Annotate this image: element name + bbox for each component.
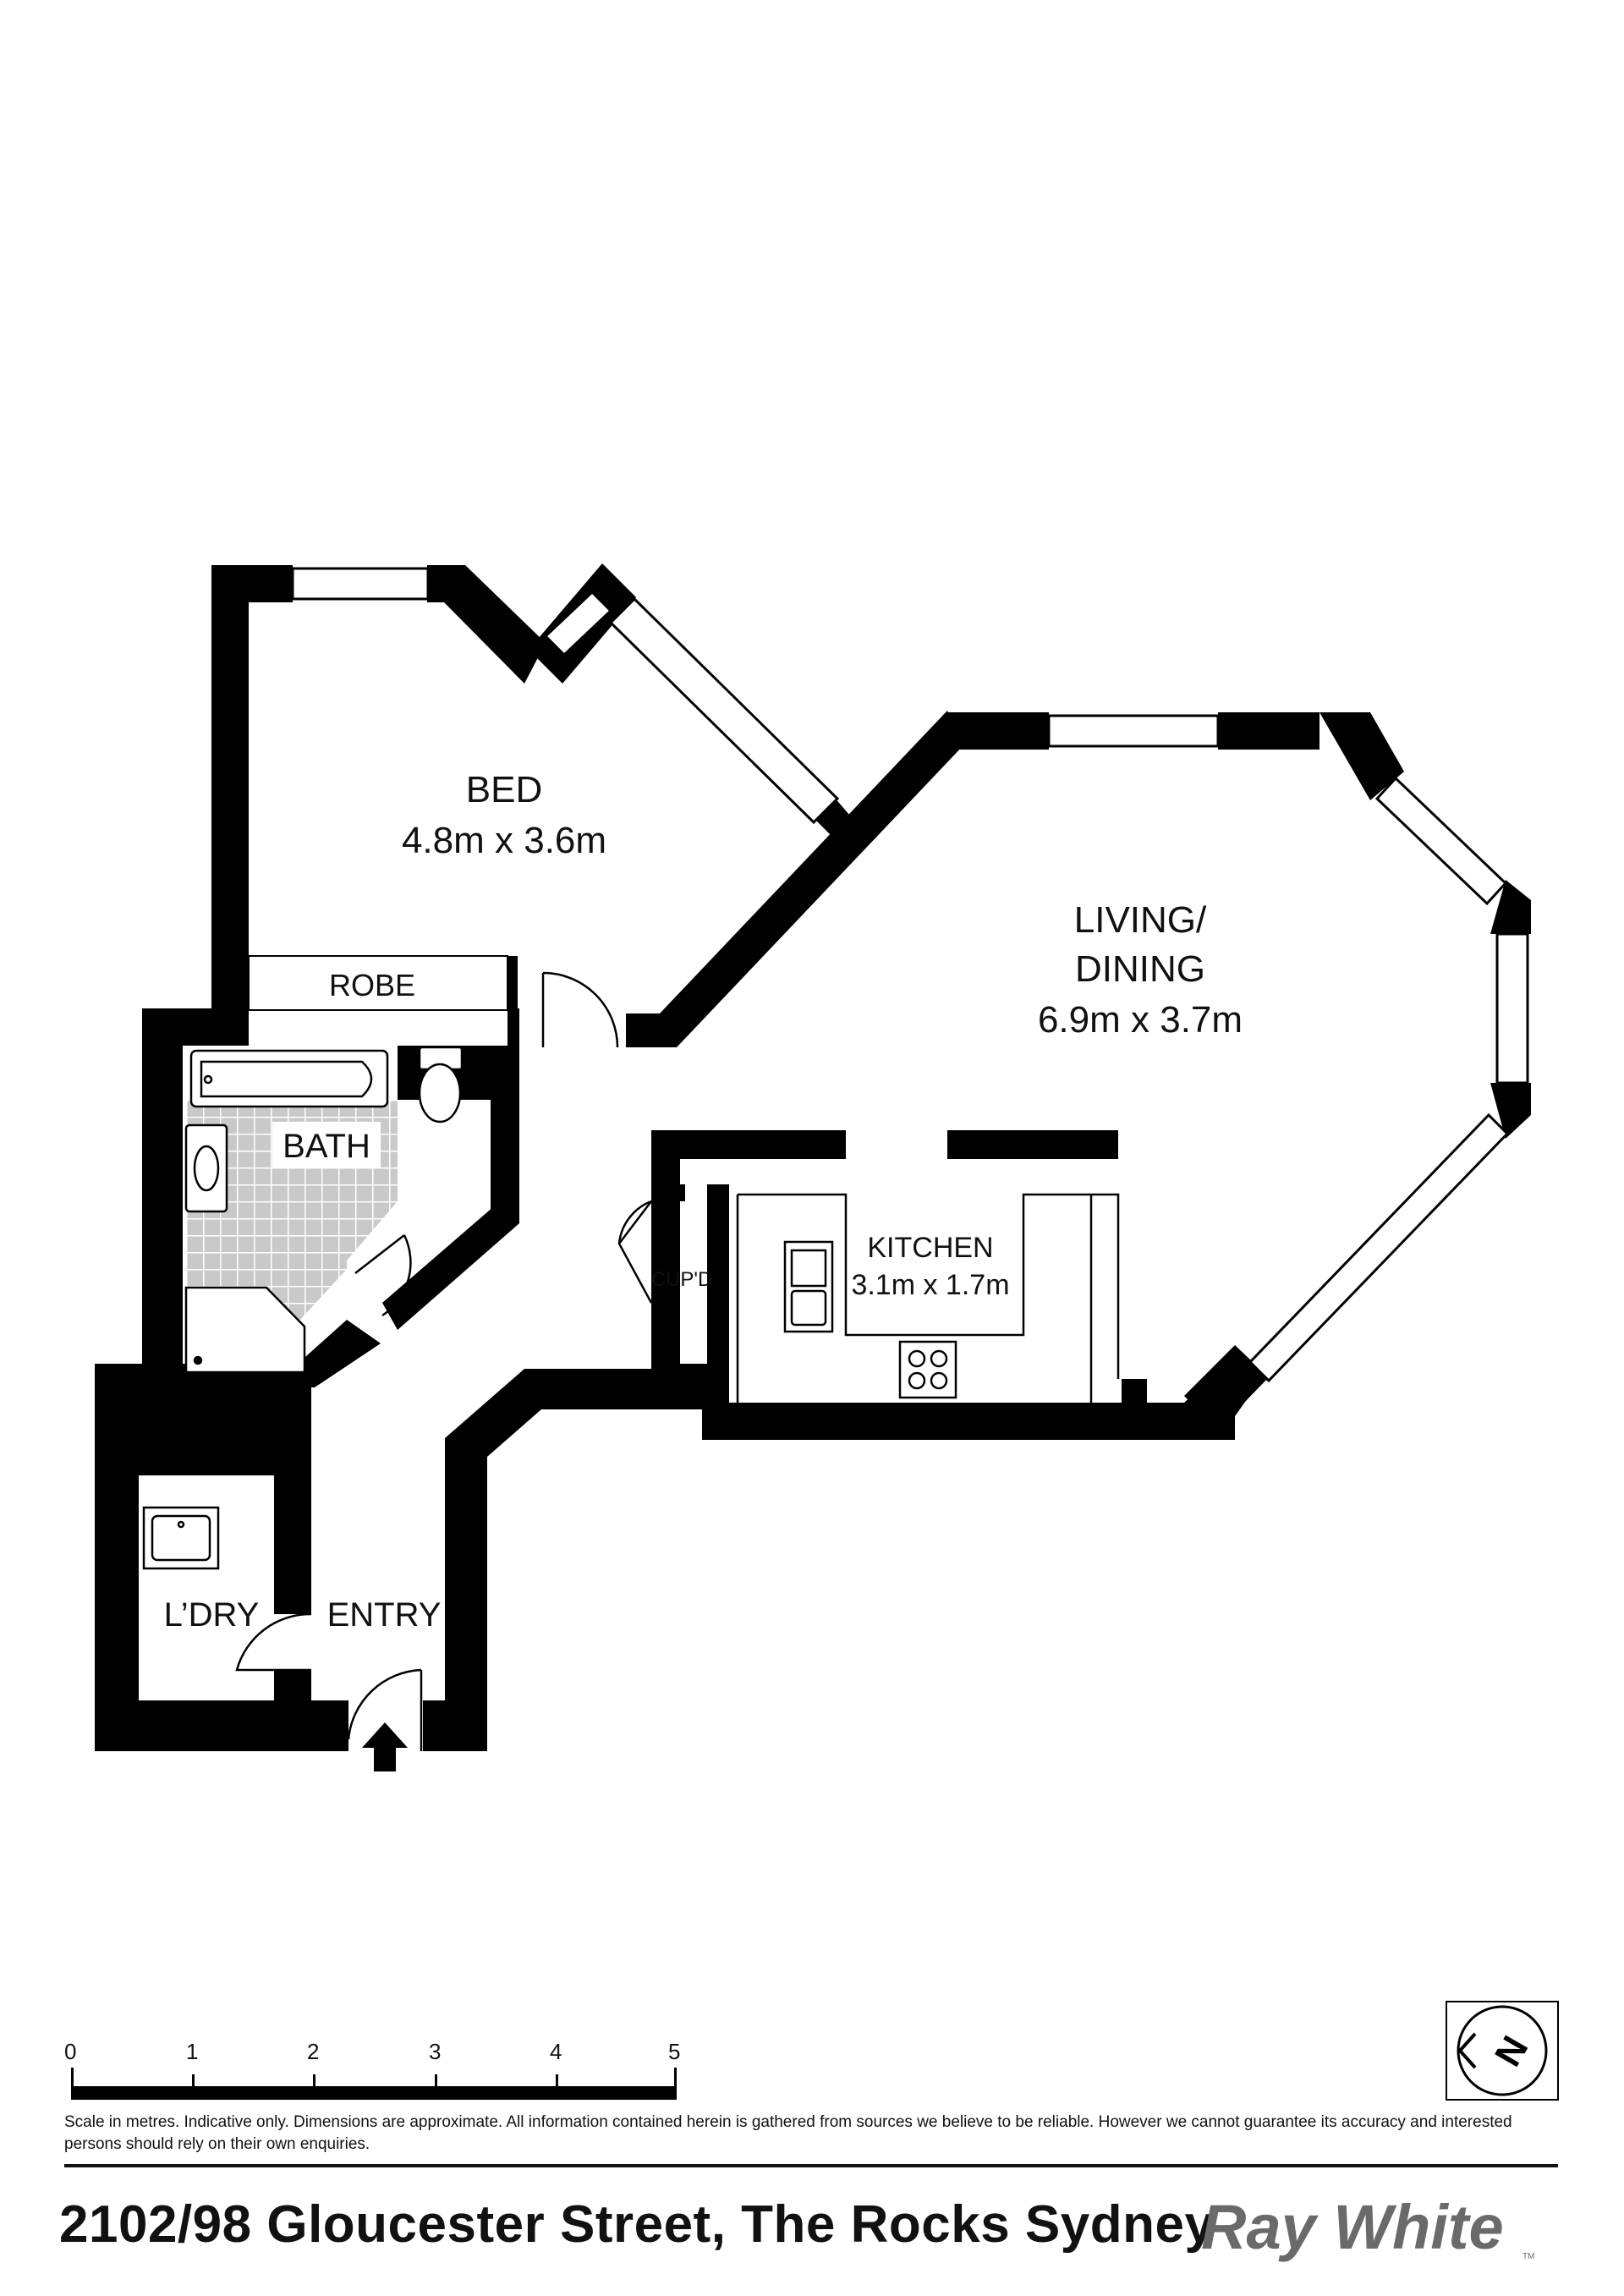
- compass-icon: N: [1446, 2001, 1559, 2101]
- robe-label: ROBE: [329, 968, 415, 1002]
- cupd-label: CUP'D: [651, 1268, 713, 1291]
- windows: [291, 567, 1529, 1383]
- bed-size: 4.8m x 3.6m: [402, 820, 606, 861]
- fixtures: [142, 955, 1120, 1570]
- property-address: 2102/98 Gloucester Street, The Rocks Syd…: [59, 2195, 1215, 2254]
- doors: [235, 971, 653, 1751]
- disclaimer: Scale in metres. Indicative only. Dimens…: [64, 2113, 1512, 2153]
- brand-logo: Ray White: [1201, 2192, 1504, 2262]
- scale-tick-3: 3: [429, 2039, 442, 2064]
- kitchen-label: KITCHEN: [867, 1232, 993, 1264]
- scale-tick-4: 4: [550, 2039, 562, 2064]
- living-label-2: DINING: [1075, 948, 1205, 990]
- bed-label: BED: [466, 769, 542, 810]
- scale-tick-2: 2: [307, 2039, 320, 2064]
- scale-tick-0: 0: [64, 2039, 77, 2064]
- living-size: 6.9m x 3.7m: [1038, 999, 1243, 1041]
- living-label-1: LIVING/: [1074, 899, 1207, 941]
- kitchen-size: 3.1m x 1.7m: [851, 1269, 1009, 1301]
- scale-tick-5: 5: [668, 2039, 681, 2064]
- scale-bar: [71, 2068, 677, 2100]
- robe-icon: [248, 955, 508, 1011]
- footer-divider: [64, 2164, 1558, 2167]
- laundry-label: L’DRY: [164, 1596, 260, 1634]
- brand-trademark: TM: [1522, 2252, 1535, 2261]
- walls: [95, 563, 1531, 1751]
- entry-label: ENTRY: [327, 1596, 442, 1634]
- cooktop-icon: [898, 1340, 957, 1399]
- scale-tick-1: 1: [186, 2039, 199, 2064]
- bath-label: BATH: [283, 1128, 370, 1165]
- entry-arrow-icon: [362, 1722, 408, 1771]
- room-labels: BED 4.8m x 3.6m ROBE LIVING/ DINING 6.9m…: [164, 769, 1243, 1634]
- shower-icon: [184, 1286, 306, 1374]
